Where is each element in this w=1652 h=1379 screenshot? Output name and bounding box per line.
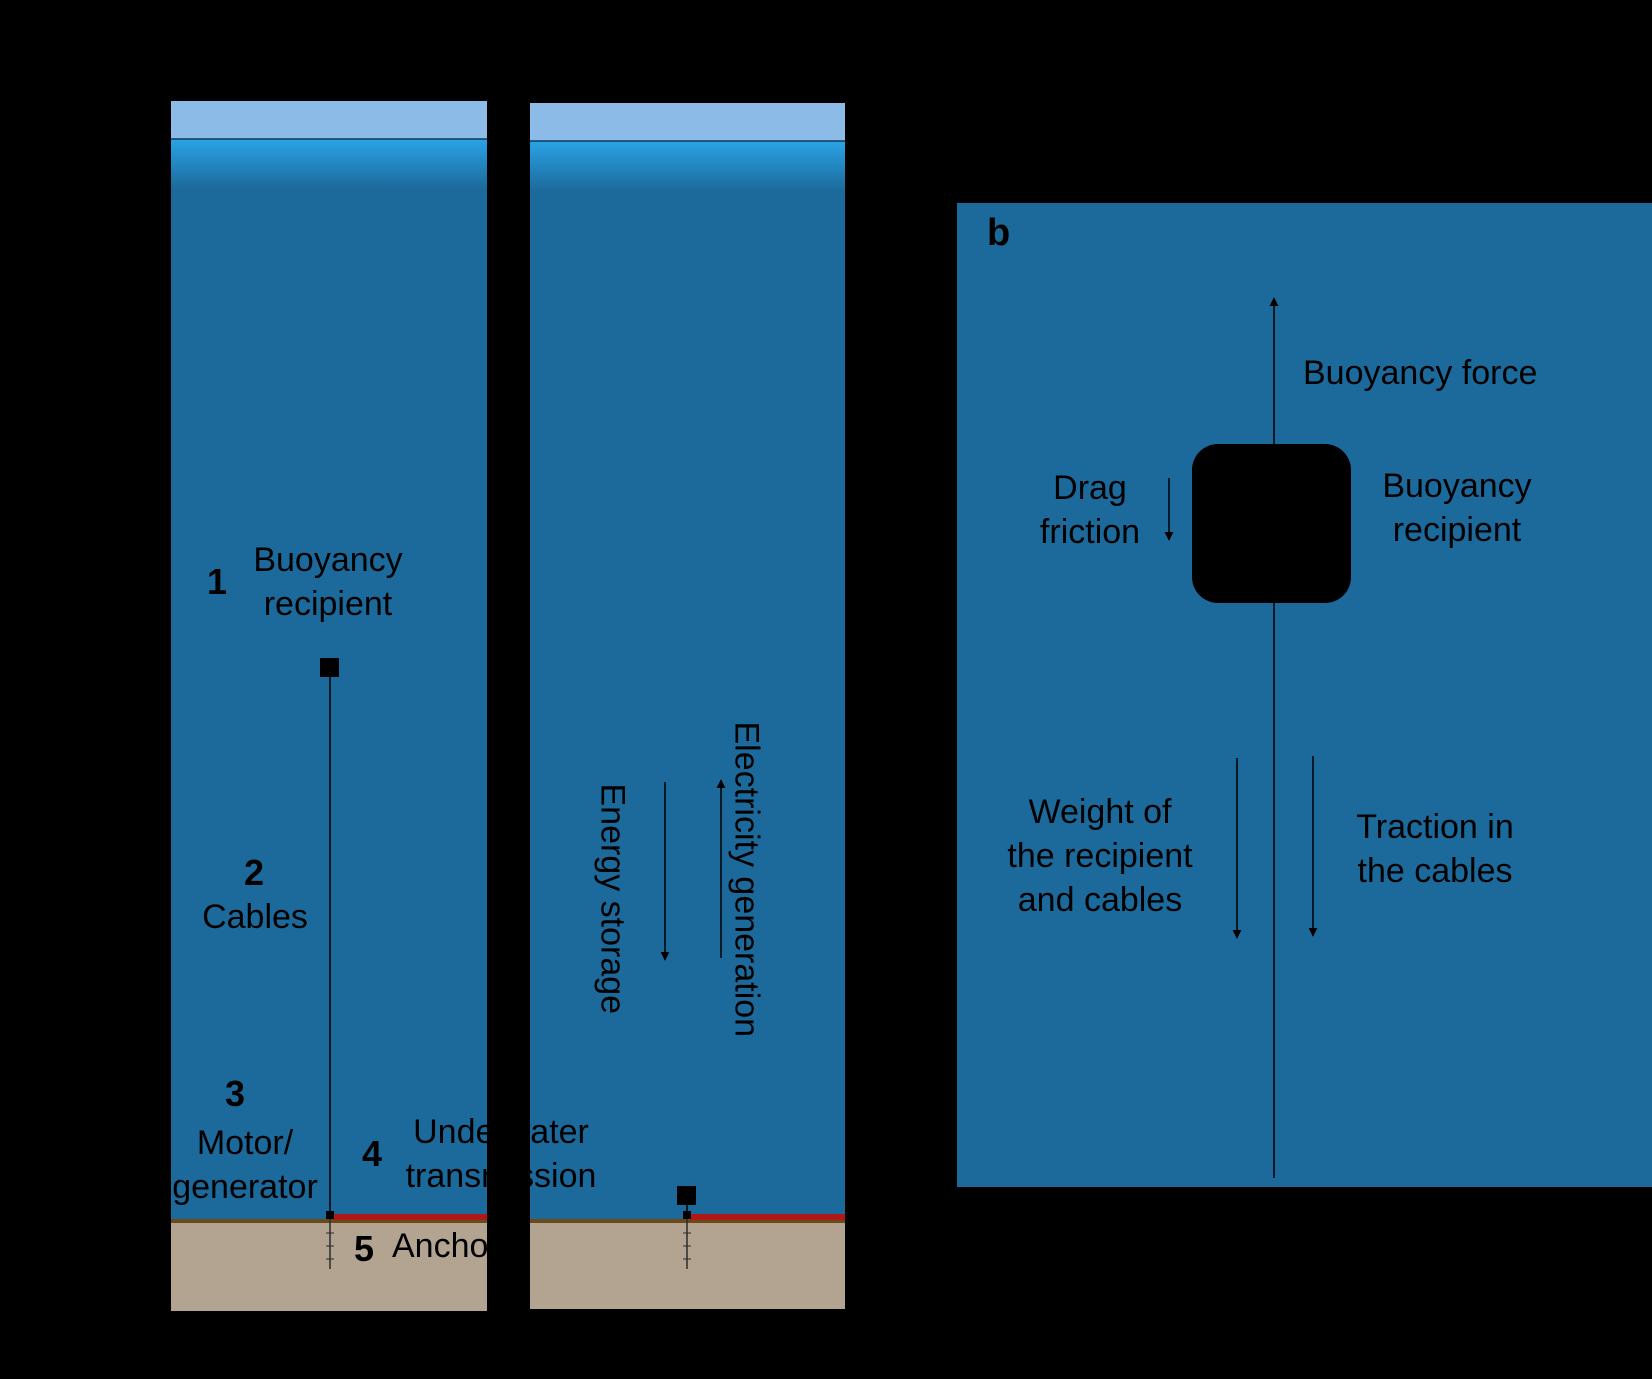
sky-band-right (530, 103, 845, 141)
panel-b-letter: b (987, 212, 1011, 254)
water-right (530, 141, 845, 1221)
energy-storage-label: Energy storage (593, 783, 632, 1015)
item-3-label: Motor/ generator (172, 1124, 318, 1207)
sky-band-left (171, 101, 487, 139)
panel-a-left-column (171, 101, 487, 1311)
surface-gradient-left (171, 139, 487, 189)
motor-generator-left (326, 1211, 334, 1219)
item-1-number: 1 (207, 561, 228, 602)
surface-gradient-right (530, 141, 845, 191)
item-5-number: 5 (354, 1228, 375, 1269)
motor-generator-right (683, 1211, 691, 1219)
item-1-label: Buoyancy recipient (253, 541, 403, 624)
buoyancy-recipient-label: Buoyancy recipient (1382, 467, 1532, 550)
panel-a-right-column (530, 103, 845, 1309)
item-2-number: 2 (244, 852, 265, 893)
seabed-left (171, 1221, 487, 1311)
buoyancy-recipient-small-right (677, 1186, 696, 1205)
item-3-number: 3 (225, 1073, 246, 1114)
traction-label: Traction in the cables (1356, 808, 1514, 891)
item-2-label: Cables (202, 898, 308, 936)
water-left (171, 139, 487, 1221)
drag-friction-label: Drag friction (1039, 469, 1141, 552)
panel-b (957, 203, 1652, 1187)
item-4-number: 4 (362, 1133, 383, 1174)
item-4-label: Underwater transmission (405, 1113, 597, 1196)
buoyancy-recipient-large (1192, 444, 1351, 603)
electricity-generation-label: Electricity generation (727, 721, 766, 1038)
buoyancy-recipient-small-left (320, 658, 339, 677)
buoyancy-force-label: Buoyancy force (1303, 354, 1538, 392)
panel-b-background (957, 203, 1652, 1187)
weight-label: Weight of the recipient and cables (1007, 793, 1193, 920)
item-5-label: Anchor (392, 1227, 500, 1265)
